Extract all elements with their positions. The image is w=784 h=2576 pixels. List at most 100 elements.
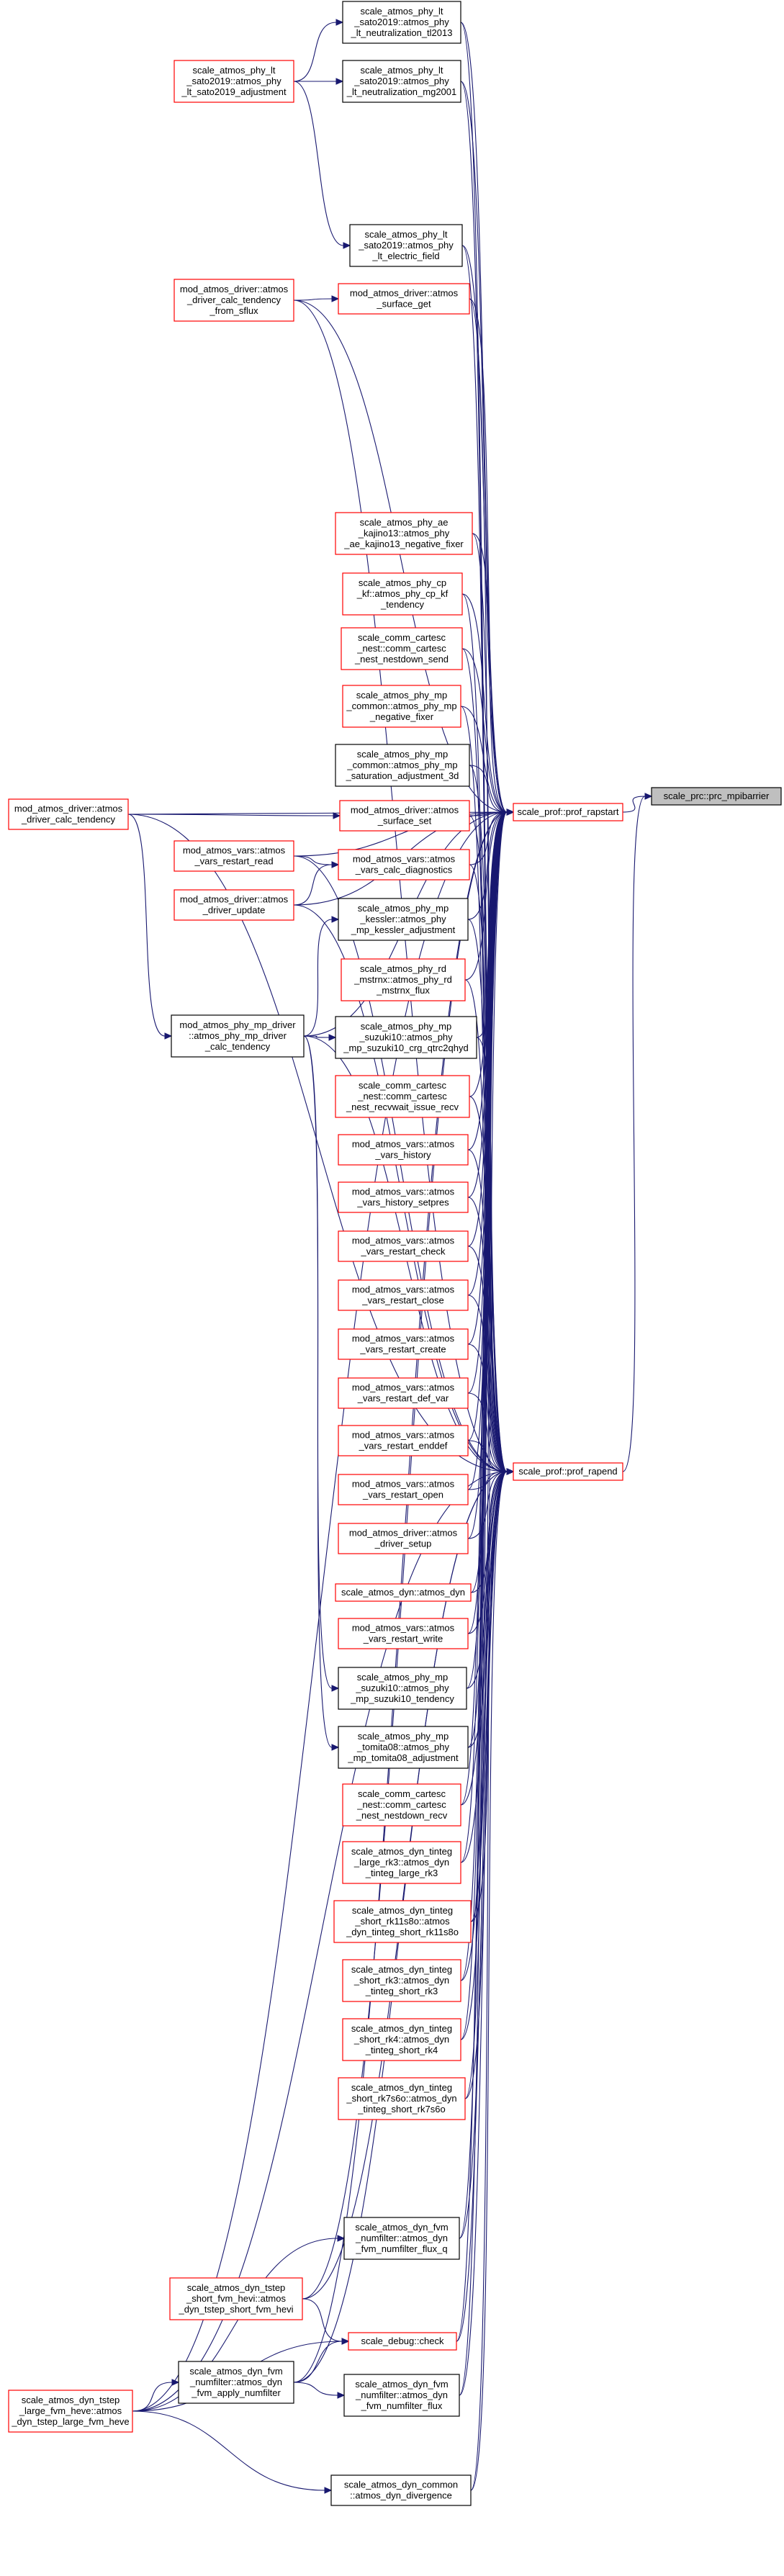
node-driver_calc[interactable]: mod_atmos_driver::atmos_driver_calc_tend… (8, 798, 129, 830)
node-rk3_short[interactable]: scale_atmos_dyn_tinteg_short_rk3::atmos_… (342, 1959, 461, 2002)
node-box-lt_adjust[interactable] (174, 60, 294, 103)
node-prof_rapstart[interactable]: scale_prof::prof_rapstart (513, 803, 623, 821)
node-box-restart_read[interactable] (174, 840, 294, 872)
node-box-cp_kf[interactable] (342, 572, 463, 616)
node-restart_open[interactable]: mod_atmos_vars::atmos_vars_restart_open (338, 1474, 469, 1505)
node-box-restart_check[interactable] (338, 1230, 469, 1262)
node-suzuki_tend[interactable]: scale_atmos_phy_mp_suzuki10::atmos_phy_m… (338, 1667, 467, 1710)
node-rk3_large[interactable]: scale_atmos_dyn_tinteg_large_rk3::atmos_… (342, 1841, 461, 1884)
node-surface_get[interactable]: mod_atmos_driver::atmos_surface_get (338, 283, 470, 315)
node-box-driver_update[interactable] (174, 889, 294, 921)
node-nest_send[interactable]: scale_comm_cartesc_nest::comm_cartesc_ne… (341, 627, 463, 670)
node-box-rk3_short[interactable] (342, 1959, 461, 2002)
node-box-atmos_dyn[interactable] (335, 1583, 472, 1602)
node-mp_satadj[interactable]: scale_atmos_phy_mp_common::atmos_phy_mp_… (335, 744, 470, 787)
node-nest_recv_wait[interactable]: scale_comm_cartesc_nest::comm_cartesc_ne… (335, 1075, 470, 1118)
node-calc_sflux[interactable]: mod_atmos_driver::atmos_driver_calc_tend… (174, 279, 294, 322)
node-box-mp_negfix[interactable] (342, 685, 461, 728)
node-box-surface_get[interactable] (338, 283, 470, 315)
node-box-rk4_short[interactable] (342, 2018, 461, 2061)
node-box-restart_write[interactable] (338, 1618, 469, 1649)
node-box-neut_mg2001[interactable] (342, 60, 461, 103)
node-box-vars_history[interactable] (338, 1134, 469, 1166)
node-lt_adjust[interactable]: scale_atmos_phy_lt_sato2019::atmos_phy_l… (174, 60, 294, 103)
node-box-kessler[interactable] (338, 898, 469, 941)
node-box-calc_diag[interactable] (338, 849, 470, 881)
node-numfilter_flux_q[interactable]: scale_atmos_dyn_fvm_numfilter::atmos_dyn… (343, 2217, 460, 2260)
node-divergence[interactable]: scale_atmos_dyn_common::atmos_dyn_diverg… (330, 2474, 472, 2506)
node-restart_create[interactable]: mod_atmos_vars::atmos_vars_restart_creat… (338, 1328, 469, 1360)
node-box-surface_set[interactable] (339, 800, 470, 832)
node-prc_mpibarrier[interactable]: scale_prc::prc_mpibarrier (651, 787, 782, 806)
node-box-restart_def_var[interactable] (338, 1377, 469, 1409)
node-tstep_short[interactable]: scale_atmos_dyn_tstep_short_fvm_hevi::at… (169, 2277, 303, 2320)
node-box-restart_enddef[interactable] (338, 1425, 469, 1456)
node-box-rd_mstrnx[interactable] (341, 958, 466, 1001)
node-box-tstep_large[interactable] (8, 2390, 133, 2433)
node-box-rk11s8o[interactable] (333, 1900, 472, 1943)
node-box-prc_mpibarrier[interactable] (651, 787, 782, 806)
node-box-divergence[interactable] (330, 2474, 472, 2506)
node-box-suzuki_tend[interactable] (338, 1667, 467, 1710)
node-box-history_setpres[interactable] (338, 1181, 469, 1213)
node-driver_setup[interactable]: mod_atmos_driver::atmos_driver_setup (338, 1523, 469, 1554)
node-rk11s8o[interactable]: scale_atmos_dyn_tinteg_short_rk11s8o::at… (333, 1900, 472, 1943)
node-restart_def_var[interactable]: mod_atmos_vars::atmos_vars_restart_def_v… (338, 1377, 469, 1409)
node-cp_kf[interactable]: scale_atmos_phy_cp_kf::atmos_phy_cp_kf_t… (342, 572, 463, 616)
node-box-restart_close[interactable] (338, 1279, 469, 1311)
node-restart_check[interactable]: mod_atmos_vars::atmos_vars_restart_check (338, 1230, 469, 1262)
node-tomita08[interactable]: scale_atmos_phy_mp_tomita08::atmos_phy_m… (338, 1726, 469, 1769)
node-mp_negfix[interactable]: scale_atmos_phy_mp_common::atmos_phy_mp_… (342, 685, 461, 728)
node-box-tstep_short[interactable] (169, 2277, 303, 2320)
node-box-restart_open[interactable] (338, 1474, 469, 1505)
node-box-apply_numfilter[interactable] (178, 2361, 294, 2404)
node-driver_update[interactable]: mod_atmos_driver::atmos_driver_update (174, 889, 294, 921)
node-box-debug_check[interactable] (348, 2332, 457, 2351)
node-box-rk7s6o[interactable] (338, 2077, 466, 2120)
node-box-prof_rapend[interactable] (513, 1462, 623, 1481)
node-history_setpres[interactable]: mod_atmos_vars::atmos_vars_history_setpr… (338, 1181, 469, 1213)
node-box-driver_setup[interactable] (338, 1523, 469, 1554)
node-box-nest_recv_wait[interactable] (335, 1075, 470, 1118)
node-rk4_short[interactable]: scale_atmos_dyn_tinteg_short_rk4::atmos_… (342, 2018, 461, 2061)
node-atmos_dyn[interactable]: scale_atmos_dyn::atmos_dyn (335, 1583, 472, 1602)
node-rd_mstrnx[interactable]: scale_atmos_phy_rd_mstrnx::atmos_phy_rd_… (341, 958, 466, 1001)
node-neut_mg2001[interactable]: scale_atmos_phy_lt_sato2019::atmos_phy_l… (342, 60, 461, 103)
node-box-nest_send[interactable] (341, 627, 463, 670)
node-lt_efield[interactable]: scale_atmos_phy_lt_sato2019::atmos_phy_l… (349, 224, 463, 267)
node-ae_negfix[interactable]: scale_atmos_phy_ae_kajino13::atmos_phy_a… (335, 512, 473, 555)
node-box-numfilter_flux_q[interactable] (343, 2217, 460, 2260)
node-restart_close[interactable]: mod_atmos_vars::atmos_vars_restart_close (338, 1279, 469, 1311)
node-numfilter_flux[interactable]: scale_atmos_dyn_fvm_numfilter::atmos_dyn… (343, 2374, 460, 2417)
node-vars_history[interactable]: mod_atmos_vars::atmos_vars_history (338, 1134, 469, 1166)
node-box-restart_create[interactable] (338, 1328, 469, 1360)
node-box-mp_satadj[interactable] (335, 744, 470, 787)
node-surface_set[interactable]: mod_atmos_driver::atmos_surface_set (339, 800, 470, 832)
node-nest_recv[interactable]: scale_comm_cartesc_nest::comm_cartesc_ne… (342, 1783, 461, 1827)
node-box-lt_efield[interactable] (349, 224, 463, 267)
node-box-nest_recv[interactable] (342, 1783, 461, 1827)
node-box-tomita08[interactable] (338, 1726, 469, 1769)
node-box-neut_tl2013[interactable] (342, 1, 461, 44)
node-box-numfilter_flux[interactable] (343, 2374, 460, 2417)
node-restart_write[interactable]: mod_atmos_vars::atmos_vars_restart_write (338, 1618, 469, 1649)
node-box-mp_driver[interactable] (171, 1014, 305, 1058)
node-apply_numfilter[interactable]: scale_atmos_dyn_fvm_numfilter::atmos_dyn… (178, 2361, 294, 2404)
node-mp_driver[interactable]: mod_atmos_phy_mp_driver::atmos_phy_mp_dr… (171, 1014, 305, 1058)
node-calc_diag[interactable]: mod_atmos_vars::atmos_vars_calc_diagnost… (338, 849, 470, 881)
node-suzuki_q2[interactable]: scale_atmos_phy_mp_suzuki10::atmos_phy_m… (335, 1016, 477, 1059)
node-kessler[interactable]: scale_atmos_phy_mp_kessler::atmos_phy_mp… (338, 898, 469, 941)
node-box-calc_sflux[interactable] (174, 279, 294, 322)
node-debug_check[interactable]: scale_debug::check (348, 2332, 457, 2351)
node-box-suzuki_q2[interactable] (335, 1016, 477, 1059)
node-neut_tl2013[interactable]: scale_atmos_phy_lt_sato2019::atmos_phy_l… (342, 1, 461, 44)
node-box-rk3_large[interactable] (342, 1841, 461, 1884)
node-restart_read[interactable]: mod_atmos_vars::atmos_vars_restart_read (174, 840, 294, 872)
node-box-prof_rapstart[interactable] (513, 803, 623, 821)
node-restart_enddef[interactable]: mod_atmos_vars::atmos_vars_restart_endde… (338, 1425, 469, 1456)
node-box-driver_calc[interactable] (8, 798, 129, 830)
node-tstep_large[interactable]: scale_atmos_dyn_tstep_large_fvm_heve::at… (8, 2390, 133, 2433)
node-box-ae_negfix[interactable] (335, 512, 473, 555)
node-prof_rapend[interactable]: scale_prof::prof_rapend (513, 1462, 623, 1481)
node-rk7s6o[interactable]: scale_atmos_dyn_tinteg_short_rk7s6o::atm… (338, 2077, 466, 2120)
